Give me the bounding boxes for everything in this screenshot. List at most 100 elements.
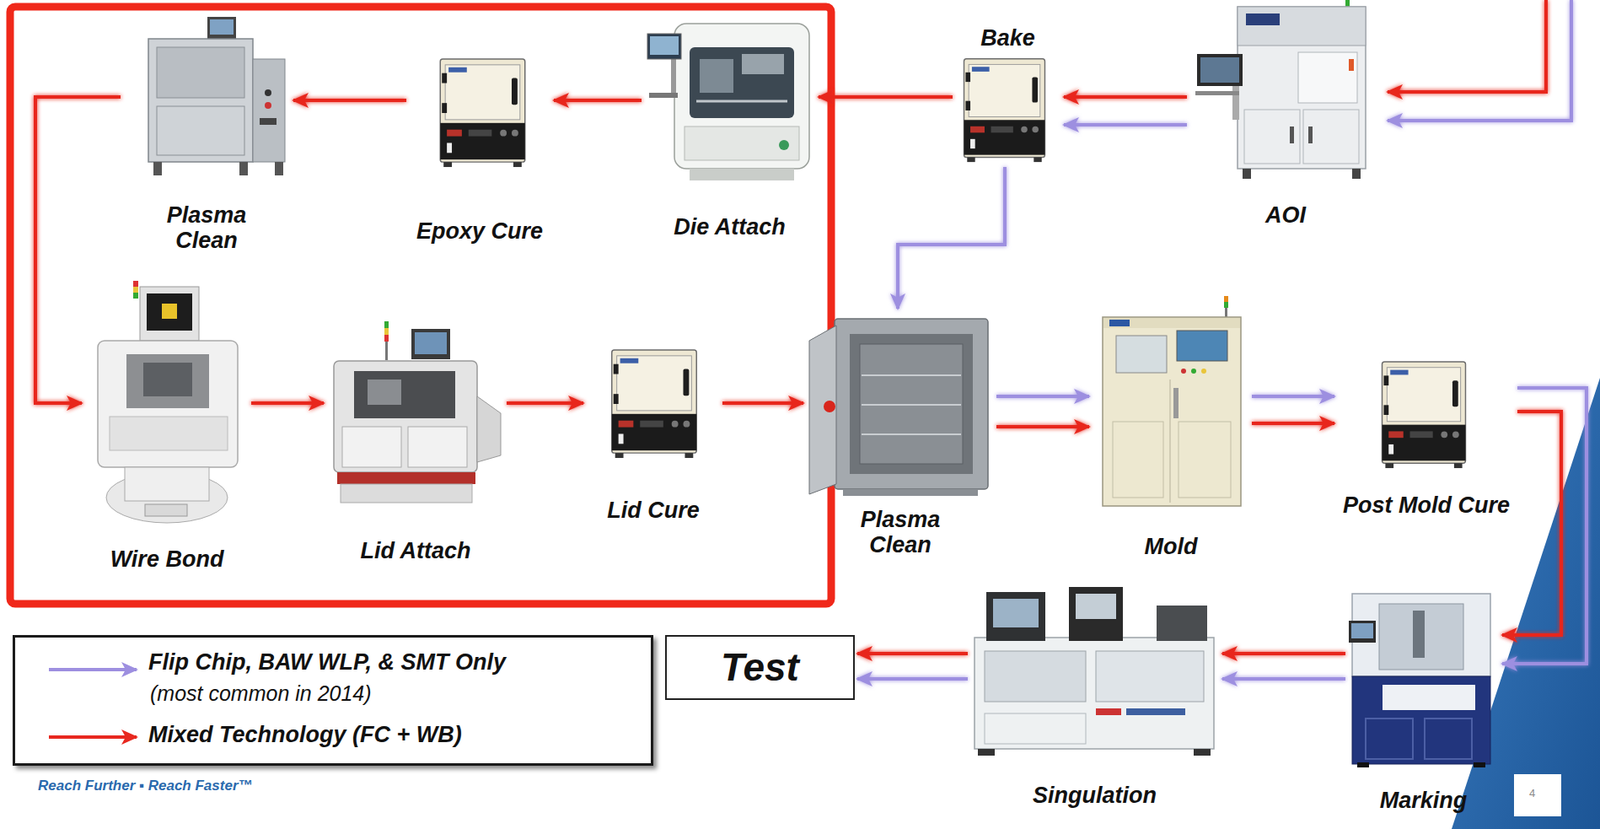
mold-press — [1201, 368, 1207, 374]
flow-arrow — [1251, 421, 1335, 425]
step-label: Singulation — [1032, 782, 1157, 808]
lid-attach-machine — [384, 334, 389, 342]
die-attach-machine — [671, 59, 677, 93]
singulation-station: Singulation — [969, 586, 1220, 808]
singulation-machine — [993, 598, 1039, 628]
plasma-oven — [849, 333, 973, 474]
singulation-machine — [977, 748, 995, 756]
incoming-flow — [1387, 0, 1572, 121]
aoi-machine — [1195, 91, 1240, 96]
aoi-machine — [1352, 168, 1361, 179]
plasma-machine — [264, 102, 272, 109]
lid-attach-machine — [408, 426, 468, 468]
mold-press — [1170, 379, 1171, 503]
lid-attach-machine — [385, 341, 388, 360]
page-number: 4 — [1529, 787, 1536, 800]
marking-machine — [1357, 762, 1370, 768]
marking-machine — [1412, 610, 1425, 658]
die-attach-machine — [689, 47, 795, 119]
mold-press — [1181, 368, 1187, 374]
lid-attach-machine — [384, 321, 389, 328]
legend-note: (most common in 2014) — [150, 681, 372, 706]
lid-attach-station: Lid Attach — [326, 321, 505, 564]
plasma-machine — [148, 38, 253, 162]
flow-arrow — [1502, 411, 1562, 635]
wire-bond-machine — [146, 293, 193, 331]
singulation-machine — [984, 650, 1086, 702]
oven-station: Bake — [954, 25, 1062, 166]
flow-arrow — [506, 401, 584, 405]
plasma-machine — [264, 89, 272, 97]
legend-arrow — [48, 667, 137, 672]
aoi-machine — [1303, 109, 1359, 164]
flow-arrow — [293, 98, 407, 103]
singulation-machine — [1095, 650, 1204, 702]
plasma-machine — [207, 16, 237, 39]
mold-press — [1191, 368, 1197, 374]
plasma-oven — [834, 318, 988, 489]
flow-arrow — [553, 98, 642, 103]
step-label: Wire Bond — [110, 546, 225, 572]
aoi-machine — [1242, 168, 1252, 179]
lid-attach-machine — [342, 426, 402, 468]
wire-bond-machine — [133, 280, 139, 287]
flow-arrow — [996, 424, 1090, 429]
step-label: Plasma Clean — [147, 202, 266, 253]
mold-press — [1224, 307, 1228, 318]
plasma-oven — [823, 400, 836, 413]
flow-arrow — [818, 95, 953, 99]
plasma-oven — [861, 403, 962, 406]
singulation-machine — [974, 586, 1214, 756]
singulation-machine — [986, 591, 1046, 641]
step-label: Lid Attach — [360, 537, 472, 564]
flow-arrow — [251, 401, 324, 405]
oven-illustration — [440, 59, 525, 167]
flow-arrow — [1063, 123, 1187, 127]
wire-bond-machine — [97, 280, 238, 523]
flow-arrow — [857, 651, 968, 656]
singulation-machine — [1126, 708, 1186, 715]
process-box: Test — [665, 634, 855, 700]
lid-attach-machine — [333, 360, 478, 473]
step-label: AOI — [1265, 202, 1306, 228]
flow-arrow — [35, 96, 121, 403]
flow-arrow — [722, 401, 804, 405]
marking-machine — [1348, 593, 1491, 768]
singulation-machine — [974, 637, 1214, 749]
singulation-machine — [1075, 593, 1117, 619]
plasma-machine — [153, 161, 162, 176]
wire-bond-machine — [109, 416, 228, 451]
mold-press — [1112, 421, 1164, 498]
singulation-machine — [984, 713, 1086, 744]
legend-box: Flip Chip, BAW WLP, & SMT OnlyMixed Tech… — [12, 634, 654, 766]
flow-arrow — [1222, 676, 1346, 681]
page-number-patch — [1514, 773, 1562, 817]
die-attach-machine — [699, 59, 734, 93]
lid-attach-machine — [337, 472, 476, 484]
mold-station: Mold — [1091, 295, 1251, 559]
wire-bond-machine — [97, 340, 238, 468]
plasma-machine — [239, 161, 248, 176]
group-frame — [10, 6, 832, 604]
plasma-station: Plasma Clean — [805, 311, 995, 558]
step-label: Lid Cure — [606, 497, 700, 523]
marking-machine — [1351, 622, 1374, 639]
legend-arrow — [45, 724, 144, 750]
marking-machine — [1424, 718, 1472, 759]
die-attach-machine — [674, 23, 810, 169]
oven-station: Post Mold Cure — [1336, 357, 1516, 518]
wire-bond-machine — [126, 354, 210, 409]
plasma-oven — [861, 374, 962, 376]
legend-arrow — [48, 735, 137, 739]
mold-press — [1173, 387, 1179, 419]
flow-arrow — [1222, 651, 1346, 656]
oven-illustration — [612, 349, 697, 458]
marking-machine — [1473, 762, 1486, 768]
aoi-machine — [1200, 57, 1240, 83]
flow-arrow — [996, 394, 1090, 398]
tagline: Reach Further ▪ Reach Faster™ — [37, 777, 253, 795]
inspection-station: AOI — [1188, 1, 1383, 228]
aoi-machine — [1289, 126, 1294, 144]
page-number-patch — [1514, 773, 1562, 817]
legend-text: Mixed Technology (FC + WB) — [148, 721, 462, 747]
